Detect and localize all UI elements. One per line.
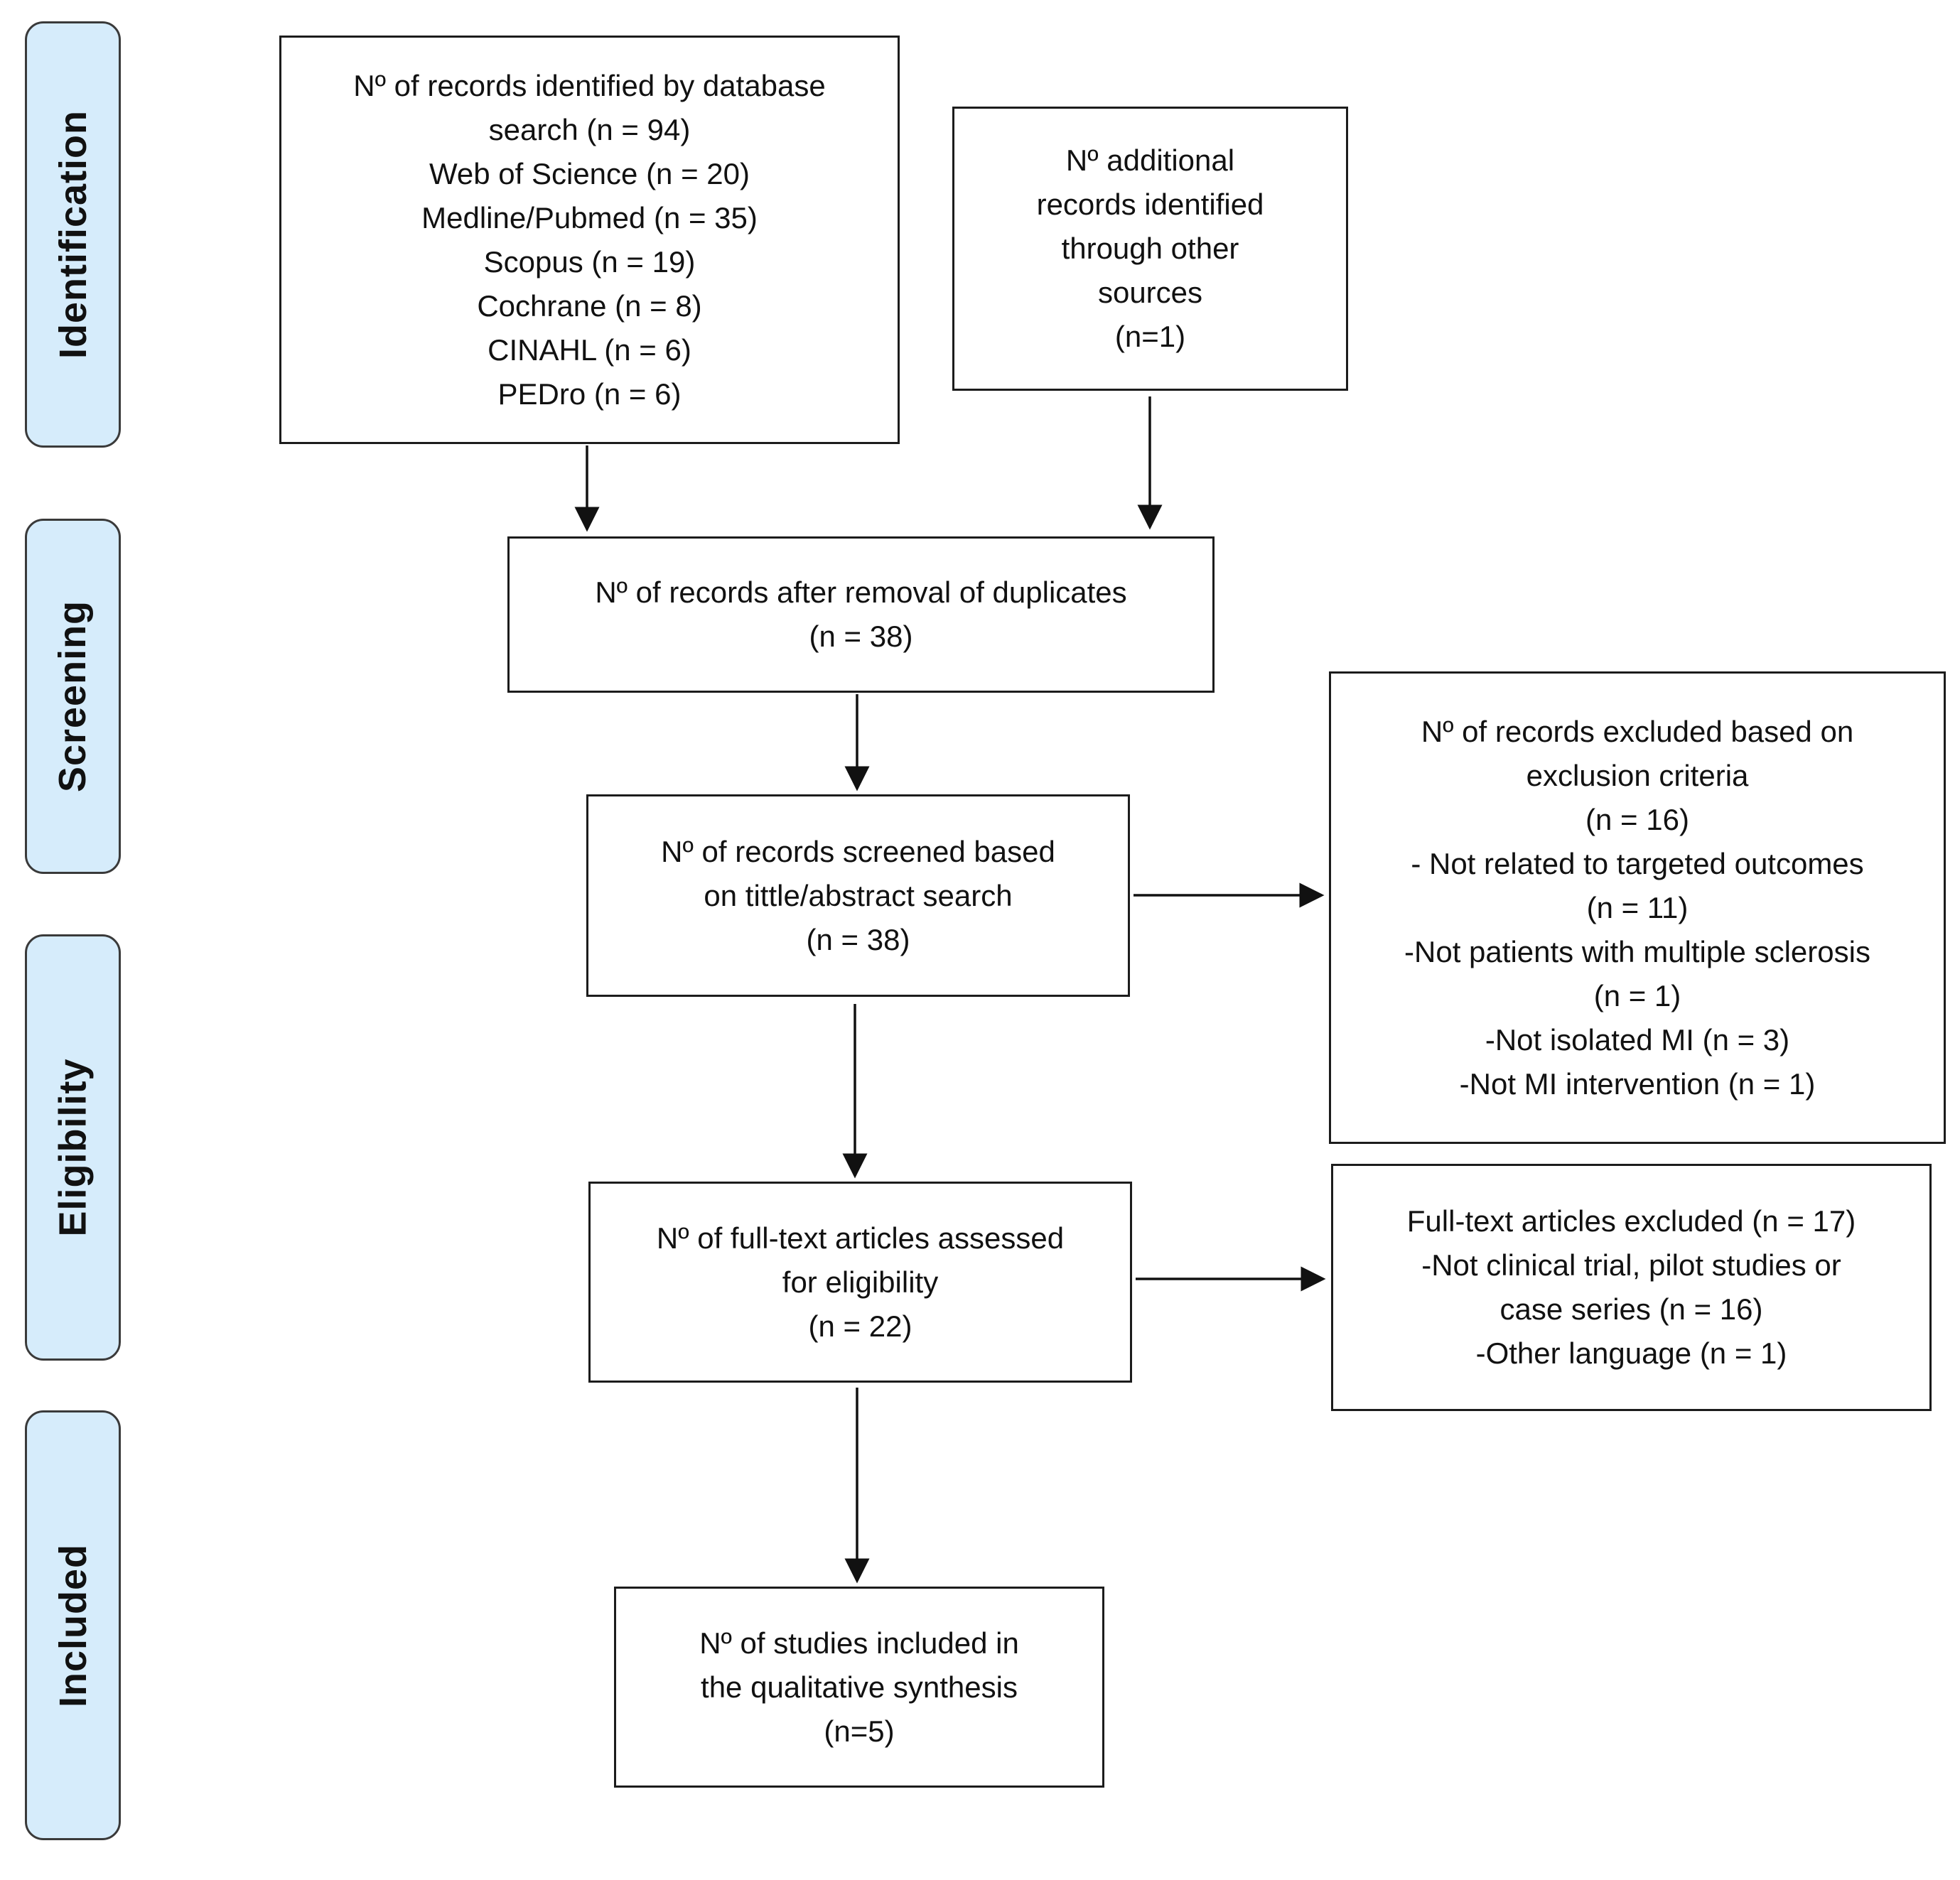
additional-records-box: Nº additional records identified through…: [952, 107, 1348, 391]
full-text-excluded-line: -Not clinical trial, pilot studies or: [1421, 1248, 1841, 1282]
included-studies-line: the qualitative synthesis: [701, 1670, 1018, 1704]
phase-screening: Screening: [25, 519, 121, 874]
database-search-line: Medline/Pubmed (n = 35): [421, 200, 758, 234]
database-search-line: search (n = 94): [488, 112, 691, 146]
full-text-assessed-line: (n = 22): [808, 1309, 912, 1343]
additional-records-line: through other: [1061, 232, 1239, 265]
additional-records-line: Nº additional: [1065, 144, 1235, 177]
database-search-line: Nº of records identified by database: [353, 68, 826, 102]
full-text-excluded-line: Full-text articles excluded (n = 17): [1406, 1204, 1856, 1238]
database-search-line: Scopus (n = 19): [483, 244, 696, 279]
full-text-excluded-box: Full-text articles excluded (n = 17) -No…: [1331, 1164, 1932, 1411]
included-studies-line: Nº of studies included in: [699, 1626, 1019, 1660]
additional-records-line: sources: [1097, 276, 1203, 309]
database-search-box: Nº of records identified by database sea…: [279, 36, 900, 444]
database-search-line: Cochrane (n = 8): [477, 288, 702, 323]
excluded-criteria-line: (n = 1): [1593, 978, 1681, 1012]
excluded-criteria-line: Nº of records excluded based on: [1421, 714, 1854, 748]
additional-records-line: records identified: [1036, 188, 1264, 221]
phase-eligibility: Eligibility: [25, 934, 121, 1361]
screened-line: (n = 38): [806, 922, 910, 956]
full-text-assessed-line: for eligibility: [782, 1265, 939, 1299]
excluded-criteria-line: (n = 16): [1585, 802, 1689, 836]
phase-identification: Identification: [25, 21, 121, 448]
after-duplicates-line: Nº of records after removal of duplicate…: [595, 576, 1127, 609]
excluded-criteria-line: - Not related to targeted outcomes: [1411, 846, 1864, 880]
screened-box: Nº of records screened based on tittle/a…: [586, 794, 1130, 997]
additional-records-line: (n=1): [1114, 320, 1186, 353]
excluded-criteria-line: exclusion criteria: [1526, 758, 1749, 792]
full-text-excluded-line: -Other language (n = 1): [1475, 1336, 1787, 1370]
after-duplicates-box: Nº of records after removal of duplicate…: [507, 536, 1215, 693]
database-search-line: Web of Science (n = 20): [429, 156, 750, 190]
database-search-line: CINAHL (n = 6): [488, 333, 691, 367]
excluded-criteria-line: -Not patients with multiple sclerosis: [1404, 934, 1870, 968]
full-text-assessed-line: Nº of full-text articles assessed: [656, 1221, 1065, 1255]
excluded-criteria-line: (n = 11): [1586, 890, 1689, 924]
phase-included: Included: [25, 1410, 121, 1840]
full-text-assessed-box: Nº of full-text articles assessed for el…: [588, 1182, 1132, 1383]
excluded-criteria-line: -Not isolated MI (n = 3): [1485, 1022, 1790, 1057]
included-studies-line: (n=5): [824, 1714, 895, 1748]
screened-line: Nº of records screened based: [661, 834, 1055, 868]
included-studies-box: Nº of studies included in the qualitativ…: [614, 1587, 1104, 1788]
database-search-line: PEDro (n = 6): [497, 377, 682, 411]
excluded-criteria-line: -Not MI intervention (n = 1): [1459, 1066, 1816, 1101]
full-text-excluded-line: case series (n = 16): [1499, 1292, 1763, 1326]
excluded-criteria-box: Nº of records excluded based on exclusio…: [1329, 671, 1946, 1144]
screened-line: on tittle/abstract search: [704, 878, 1013, 912]
after-duplicates-line: (n = 38): [809, 620, 913, 653]
